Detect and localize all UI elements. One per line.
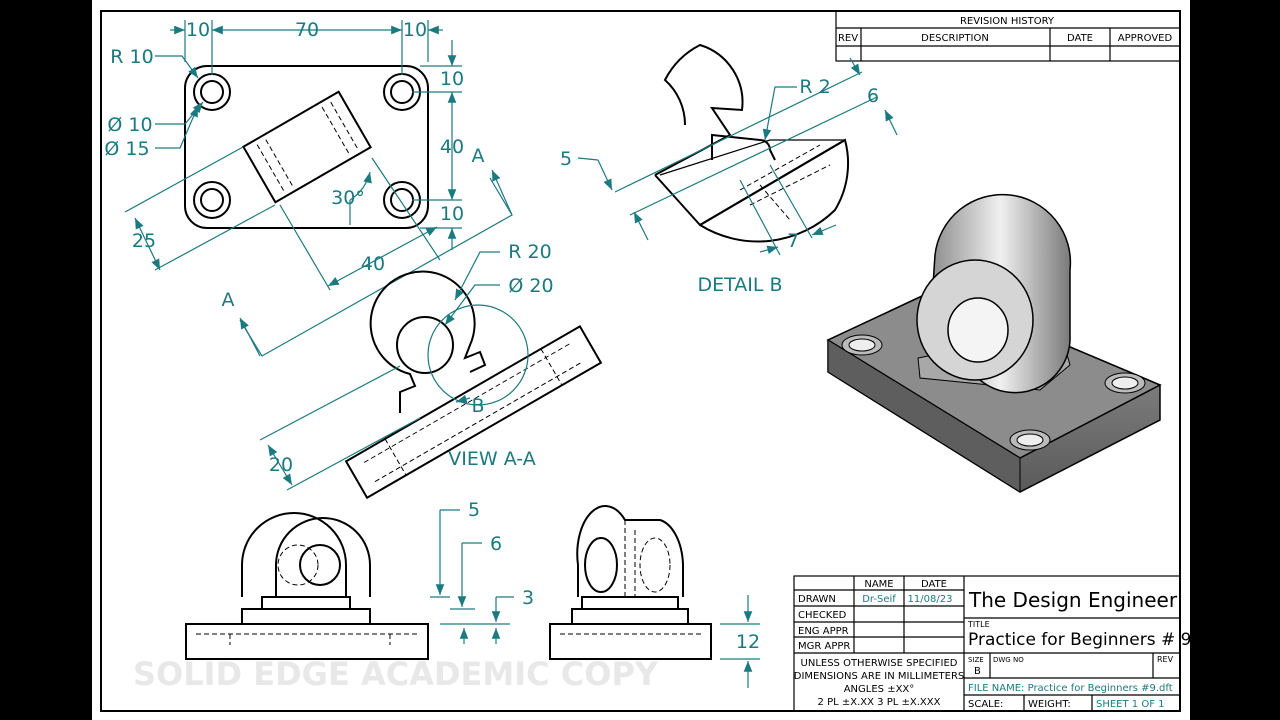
size-caption: SIZE (968, 656, 984, 664)
dim-6-front: 6 (490, 533, 502, 555)
dim-10-bottom: 10 (440, 203, 464, 225)
section-view-aa: B R 20 Ø 20 20 VIEW A-A (259, 241, 603, 500)
col-name-header: NAME (864, 579, 893, 590)
rev-header: REV (838, 33, 858, 44)
tolerance-note-1: UNLESS OTHERWISE SPECIFIED (801, 658, 958, 669)
weight-label: WEIGHT: (1028, 699, 1071, 710)
description-header: DESCRIPTION (921, 33, 989, 44)
detail-b-view: 6 5 R 2 7 DETAIL B (560, 43, 898, 296)
dim-40-oblique: 40 (361, 253, 385, 275)
dim-3-front: 3 (522, 587, 534, 609)
dim-7-detail: 7 (787, 230, 799, 252)
tolerance-note-2: DIMENSIONS ARE IN MILLIMETERS (794, 671, 964, 682)
isometric-view (826, 193, 1162, 493)
date-header: DATE (1067, 33, 1093, 44)
dim-r10: R 10 (110, 46, 153, 68)
section-a-top: A (472, 145, 485, 167)
drawing-canvas: SOLID EDGE ACADEMIC COPY REVISION HISTOR… (100, 10, 1190, 712)
dim-70: 70 (295, 19, 319, 41)
dim-6-detail: 6 (867, 85, 879, 107)
dim-dia20: Ø 20 (508, 275, 553, 297)
tolerance-note-3: ANGLES ±XX° (844, 684, 915, 695)
view-aa-label: VIEW A-A (448, 448, 535, 470)
tolerance-note-4: 2 PL ±X.XX 3 PL ±X.XXX (818, 697, 941, 708)
dim-10-top: 10 (440, 68, 464, 90)
approved-header: APPROVED (1118, 33, 1173, 44)
size-value: B (974, 666, 981, 677)
dwg-no-caption: DWG NO (993, 656, 1024, 664)
front-view: 5 6 3 (185, 499, 534, 660)
dim-dia15: Ø 15 (104, 138, 149, 160)
scale-label: SCALE: (968, 699, 1003, 710)
dim-40-vertical: 40 (440, 136, 464, 158)
revision-history-table: REVISION HISTORY REV DESCRIPTION DATE AP… (835, 10, 1181, 62)
dim-25: 25 (132, 230, 156, 252)
rev-caption: REV (1157, 655, 1174, 664)
dim-r2: R 2 (799, 76, 830, 98)
drawing-title: Practice for Beginners # 9 (968, 630, 1190, 650)
detail-b-label-marker: B (471, 395, 484, 417)
col-date-header: DATE (921, 579, 947, 590)
detail-b-label: DETAIL B (697, 274, 782, 296)
dim-12-side: 12 (736, 631, 760, 653)
dim-10-left: 10 (186, 19, 210, 41)
watermark: SOLID EDGE ACADEMIC COPY (133, 655, 659, 693)
drawn-name: Dr-Seif (862, 594, 896, 605)
eng-appr-label: ENG APPR (798, 626, 849, 637)
company-name: The Design Engineer (968, 588, 1178, 612)
drawn-label: DRAWN (798, 594, 836, 605)
dim-dia10: Ø 10 (107, 114, 152, 136)
revision-history-title: REVISION HISTORY (960, 16, 1055, 27)
mgr-appr-label: MGR APPR (798, 641, 850, 652)
dim-r20: R 20 (508, 241, 551, 263)
title-caption: TITLE (967, 620, 990, 629)
checked-label: CHECKED (798, 610, 847, 621)
file-name: FILE NAME: Practice for Beginners #9.dft (968, 683, 1173, 694)
dim-20: 20 (269, 454, 293, 476)
dim-10-right: 10 (403, 19, 427, 41)
dim-angle-30: 30° (331, 187, 365, 209)
dim-5-detail: 5 (560, 148, 572, 170)
sheet-border (100, 10, 1181, 712)
sheet-number: SHEET 1 OF 1 (1096, 699, 1165, 710)
drawing-sheet: SOLID EDGE ACADEMIC COPY REVISION HISTOR… (92, 0, 1190, 720)
drawn-date: 11/08/23 (908, 594, 953, 605)
side-view: 12 (549, 505, 760, 688)
dim-5-front: 5 (468, 499, 480, 521)
top-view: 10 70 10 10 40 10 R 10 Ø 10 Ø 15 30° 25 … (104, 19, 513, 357)
title-block: NAME DATE DRAWN Dr-Seif 11/08/23 CHECKED… (793, 575, 1190, 712)
section-a-bottom: A (222, 289, 235, 311)
